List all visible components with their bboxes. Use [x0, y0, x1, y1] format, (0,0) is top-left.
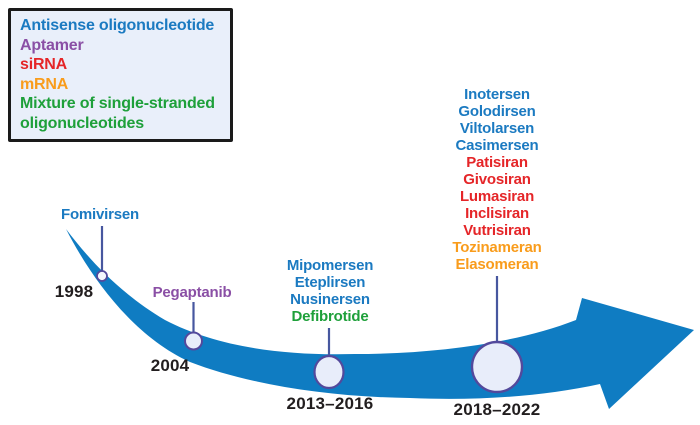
timeline-arrow-shape	[66, 229, 694, 409]
milestone-drugs-2018-2022: Inotersen Golodirsen Viltolarsen Casimer…	[452, 86, 541, 273]
milestone-circle-2004	[184, 331, 203, 351]
drug-label: Patisiran	[466, 154, 528, 171]
legend-item-antisense-oligonucleotide: Antisense oligonucleotide	[20, 17, 215, 34]
year-label-2018-2022: 2018–2022	[453, 400, 541, 419]
drug-label: Inclisiran	[465, 205, 529, 222]
drug-label: Golodirsen	[458, 103, 536, 120]
drug-label: Tozinameran	[452, 239, 542, 256]
drug-label: Casimersen	[455, 137, 539, 154]
drug-label: Viltolarsen	[459, 120, 535, 137]
drug-label: Mipomersen	[286, 257, 374, 274]
drug-label: Nusinersen	[290, 291, 370, 308]
drug-label: Inotersen	[464, 86, 530, 103]
drug-label: Elasomeran	[455, 256, 539, 273]
drug-label: Vutrisiran	[463, 222, 531, 239]
legend-item-mrna: mRNA	[20, 75, 69, 93]
legend-item-aptamer: Aptamer	[20, 36, 84, 54]
milestone-circle-2013-2016	[313, 354, 345, 390]
milestone-drugs-2004: Pegaptanib	[153, 284, 232, 301]
drug-label: Fomivirsen	[60, 206, 140, 223]
milestone-circle-1998	[96, 270, 108, 282]
drug-label: Lumasiran	[459, 188, 535, 205]
legend-box: Antisense oligonucleotide Aptamer siRNA …	[8, 8, 233, 142]
drug-label: Eteplirsen	[294, 274, 366, 291]
drug-label: Defibrotide	[291, 308, 369, 325]
milestone-drugs-1998: Fomivirsen	[61, 206, 139, 223]
milestone-circle-2018-2022	[470, 340, 524, 394]
drug-label: Givosiran	[463, 171, 531, 188]
drug-label: Pegaptanib	[152, 284, 232, 301]
milestone-drugs-2013-2016: Mipomersen Eteplirsen Nusinersen Defibro…	[286, 257, 374, 325]
year-label-2004: 2004	[150, 356, 190, 375]
year-label-1998: 1998	[54, 282, 94, 301]
legend-item-sirna: siRNA	[20, 56, 68, 73]
year-label-2013-2016: 2013–2016	[286, 394, 374, 413]
legend-item-mixture-single-stranded: Mixture of single-stranded oligonucleoti…	[20, 95, 215, 132]
